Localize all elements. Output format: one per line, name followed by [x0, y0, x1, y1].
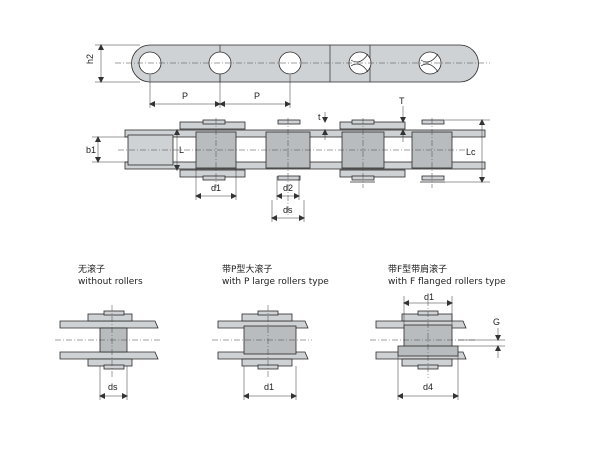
d2-label: d2 — [283, 183, 293, 193]
Lc-label: Lc — [466, 147, 476, 157]
pitch-label: P — [254, 91, 260, 101]
t-label: t — [318, 112, 321, 122]
d1-label: d1 — [264, 382, 274, 392]
variant-without-rollers: 无滚子 without rollers ds — [55, 263, 160, 400]
b1-label: b1 — [86, 145, 96, 155]
ds-label: ds — [283, 205, 293, 215]
variant-title-en: with P large rollers type — [222, 277, 329, 287]
variant-title-cn: 带P型大滚子 — [222, 263, 272, 275]
L-label: L — [179, 145, 184, 155]
h2-label: h2 — [85, 54, 95, 64]
variant-title-en: without rollers — [78, 277, 143, 287]
d1-label: d1 — [424, 292, 434, 302]
variant-title-cn: 无滚子 — [78, 263, 105, 275]
variant-title-cn: 带F型带肩滚子 — [388, 263, 447, 275]
pin-hole — [278, 51, 302, 75]
pitch-label: P — [182, 91, 188, 101]
variant-title-en: with F flanged rollers type — [388, 277, 506, 287]
side-view: b1 L Lc t T d1 d2 ds — [86, 96, 490, 222]
variant-p-large-rollers: 带P型大滚子 with P large rollers type d1 — [212, 263, 329, 400]
ds-label: ds — [108, 382, 118, 392]
T-label: T — [399, 96, 405, 106]
top-view: h2 P P — [85, 44, 490, 108]
G-label: G — [493, 317, 500, 327]
d4-label: d4 — [423, 382, 433, 392]
variant-f-flanged-rollers: 带F型带肩滚子 with F flanged rollers type d1 d… — [370, 263, 506, 400]
d1-label: d1 — [211, 183, 221, 193]
